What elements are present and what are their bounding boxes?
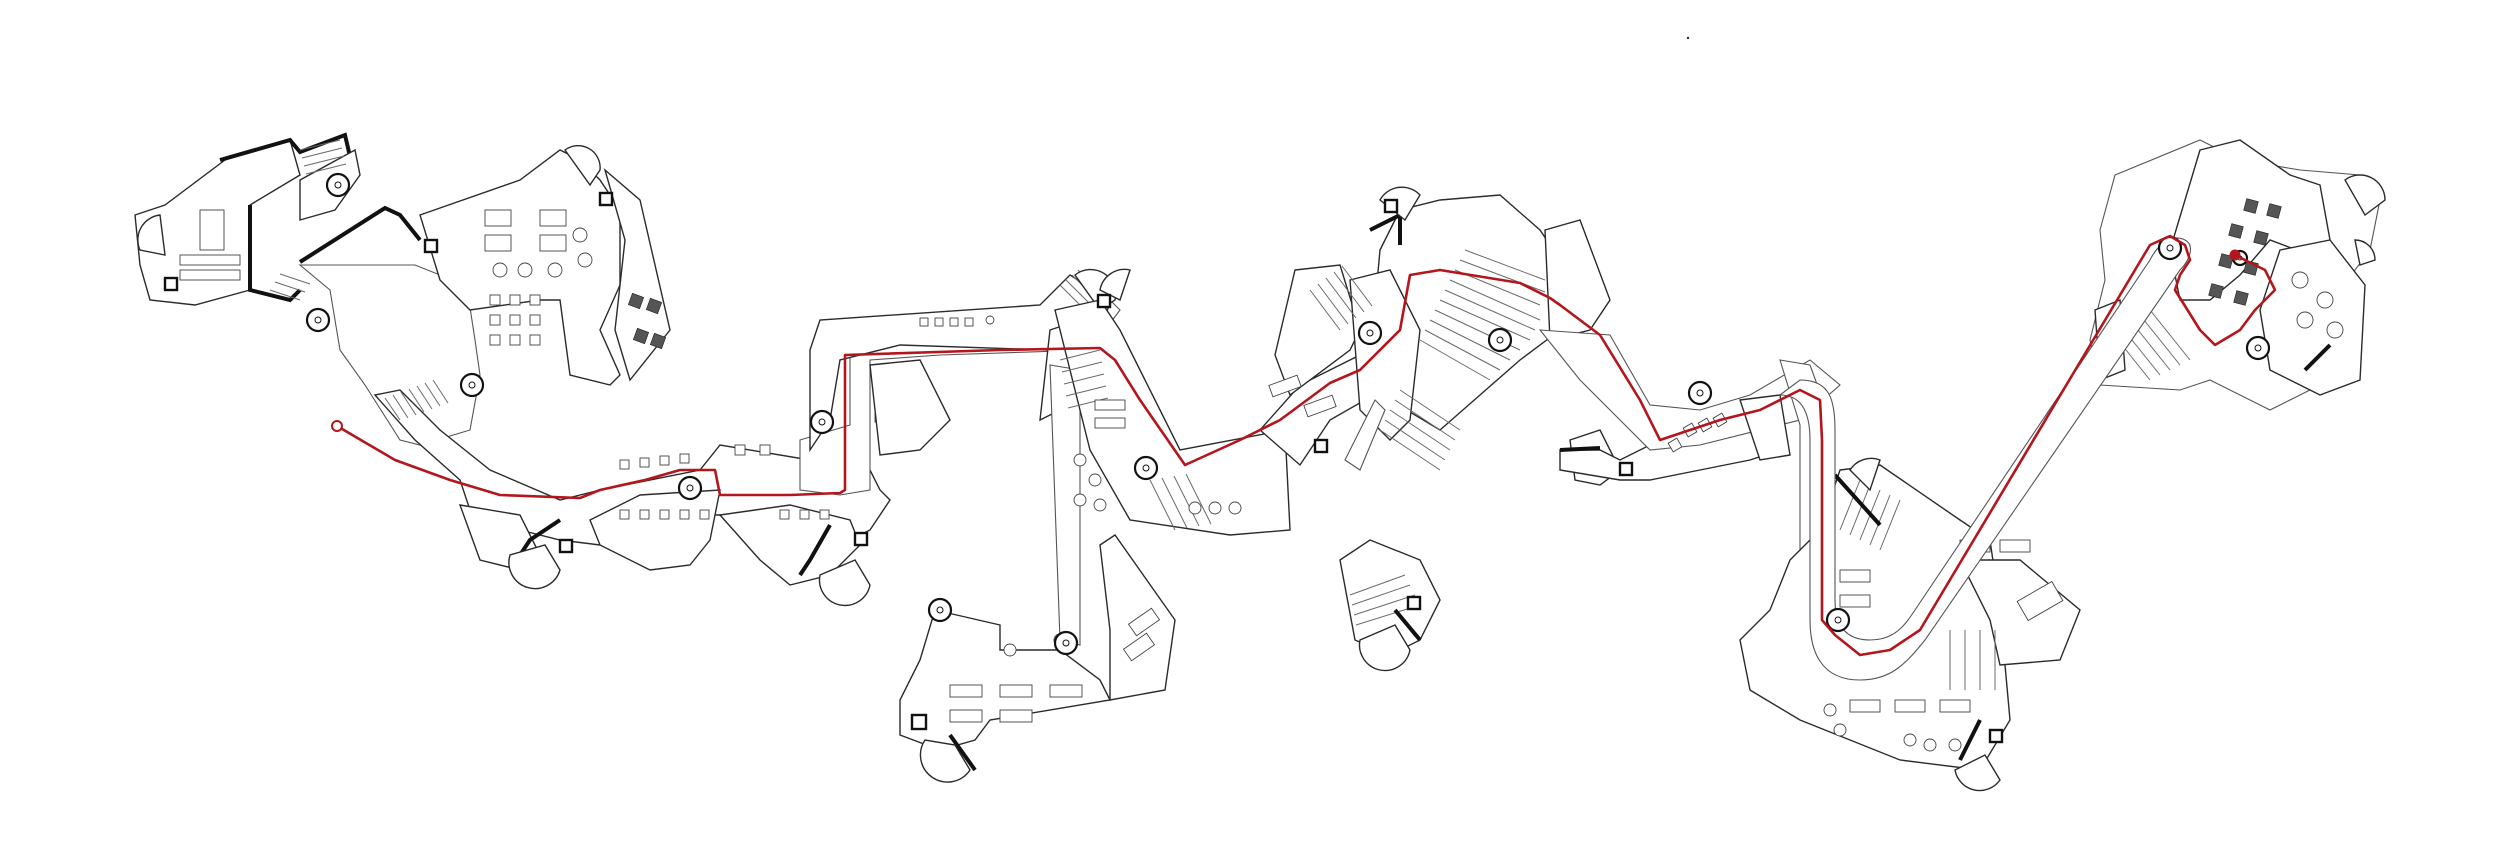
route-end-icon (2229, 249, 2241, 261)
spiral-stair-icon (1357, 320, 1383, 346)
service-cores (163, 191, 1634, 611)
stray-mark (1686, 36, 1690, 40)
block-b-hall (298, 144, 671, 446)
spiral-stair-icon (325, 172, 351, 198)
service-core-icon (1383, 198, 1399, 214)
start-ramp-hatch (384, 379, 449, 421)
block-b-desks (627, 292, 667, 350)
block-c-furniture (619, 444, 830, 520)
block-g-east-hatch (1379, 389, 1461, 471)
block-g-auditorium (1309, 186, 1621, 672)
route-line (335, 234, 2277, 657)
block-e-south-pod (899, 364, 1176, 783)
service-core-icon (558, 538, 574, 554)
spiral-stair-icon (927, 597, 953, 623)
block-c-southwest (373, 379, 891, 607)
block-a-west-wing (134, 132, 361, 306)
spiral-stair-icon (305, 307, 331, 333)
service-core-icon (1988, 728, 2004, 744)
service-core-icon (853, 531, 869, 547)
spiral-stair-icon (1053, 630, 1079, 656)
block-i-hatch (2109, 309, 2191, 381)
spiral-stair-icon (2245, 335, 2271, 361)
spiral-stair-icon (1487, 327, 1513, 353)
block-i-northeast (2089, 139, 2386, 411)
service-core-icon (1096, 293, 1112, 309)
block-f-furniture (1073, 399, 1242, 515)
block-f-right-furniture (1268, 374, 1337, 418)
circulation-route (331, 234, 2277, 657)
block-b-tables (484, 209, 593, 346)
spiral-stair-icon (1687, 380, 1713, 406)
block-a-hatch (269, 139, 347, 301)
block-g-left-hatch (1309, 265, 1373, 331)
spiral-stair-icon (677, 475, 703, 501)
spiral-stair-icon (1825, 607, 1851, 633)
service-core-icon (163, 276, 179, 292)
service-core-icon (1406, 595, 1422, 611)
block-f-hatch (1059, 349, 1212, 531)
route-start-icon (331, 420, 343, 432)
block-i-round-tables (2291, 271, 2344, 339)
service-core-icon (910, 713, 928, 731)
spiral-stair-icon (1133, 455, 1159, 481)
service-core-icon (423, 238, 439, 254)
stairs (305, 172, 2271, 656)
block-e-furniture (949, 607, 1161, 723)
service-core-icon (1313, 438, 1329, 454)
block-i-dark-desks (2208, 198, 2282, 306)
spiral-stair-icon (809, 409, 835, 435)
service-core-icon (1618, 461, 1634, 477)
service-core-icon (598, 191, 614, 207)
spiral-stair-icon (2157, 235, 2183, 261)
spiral-stair-icon (459, 372, 485, 398)
